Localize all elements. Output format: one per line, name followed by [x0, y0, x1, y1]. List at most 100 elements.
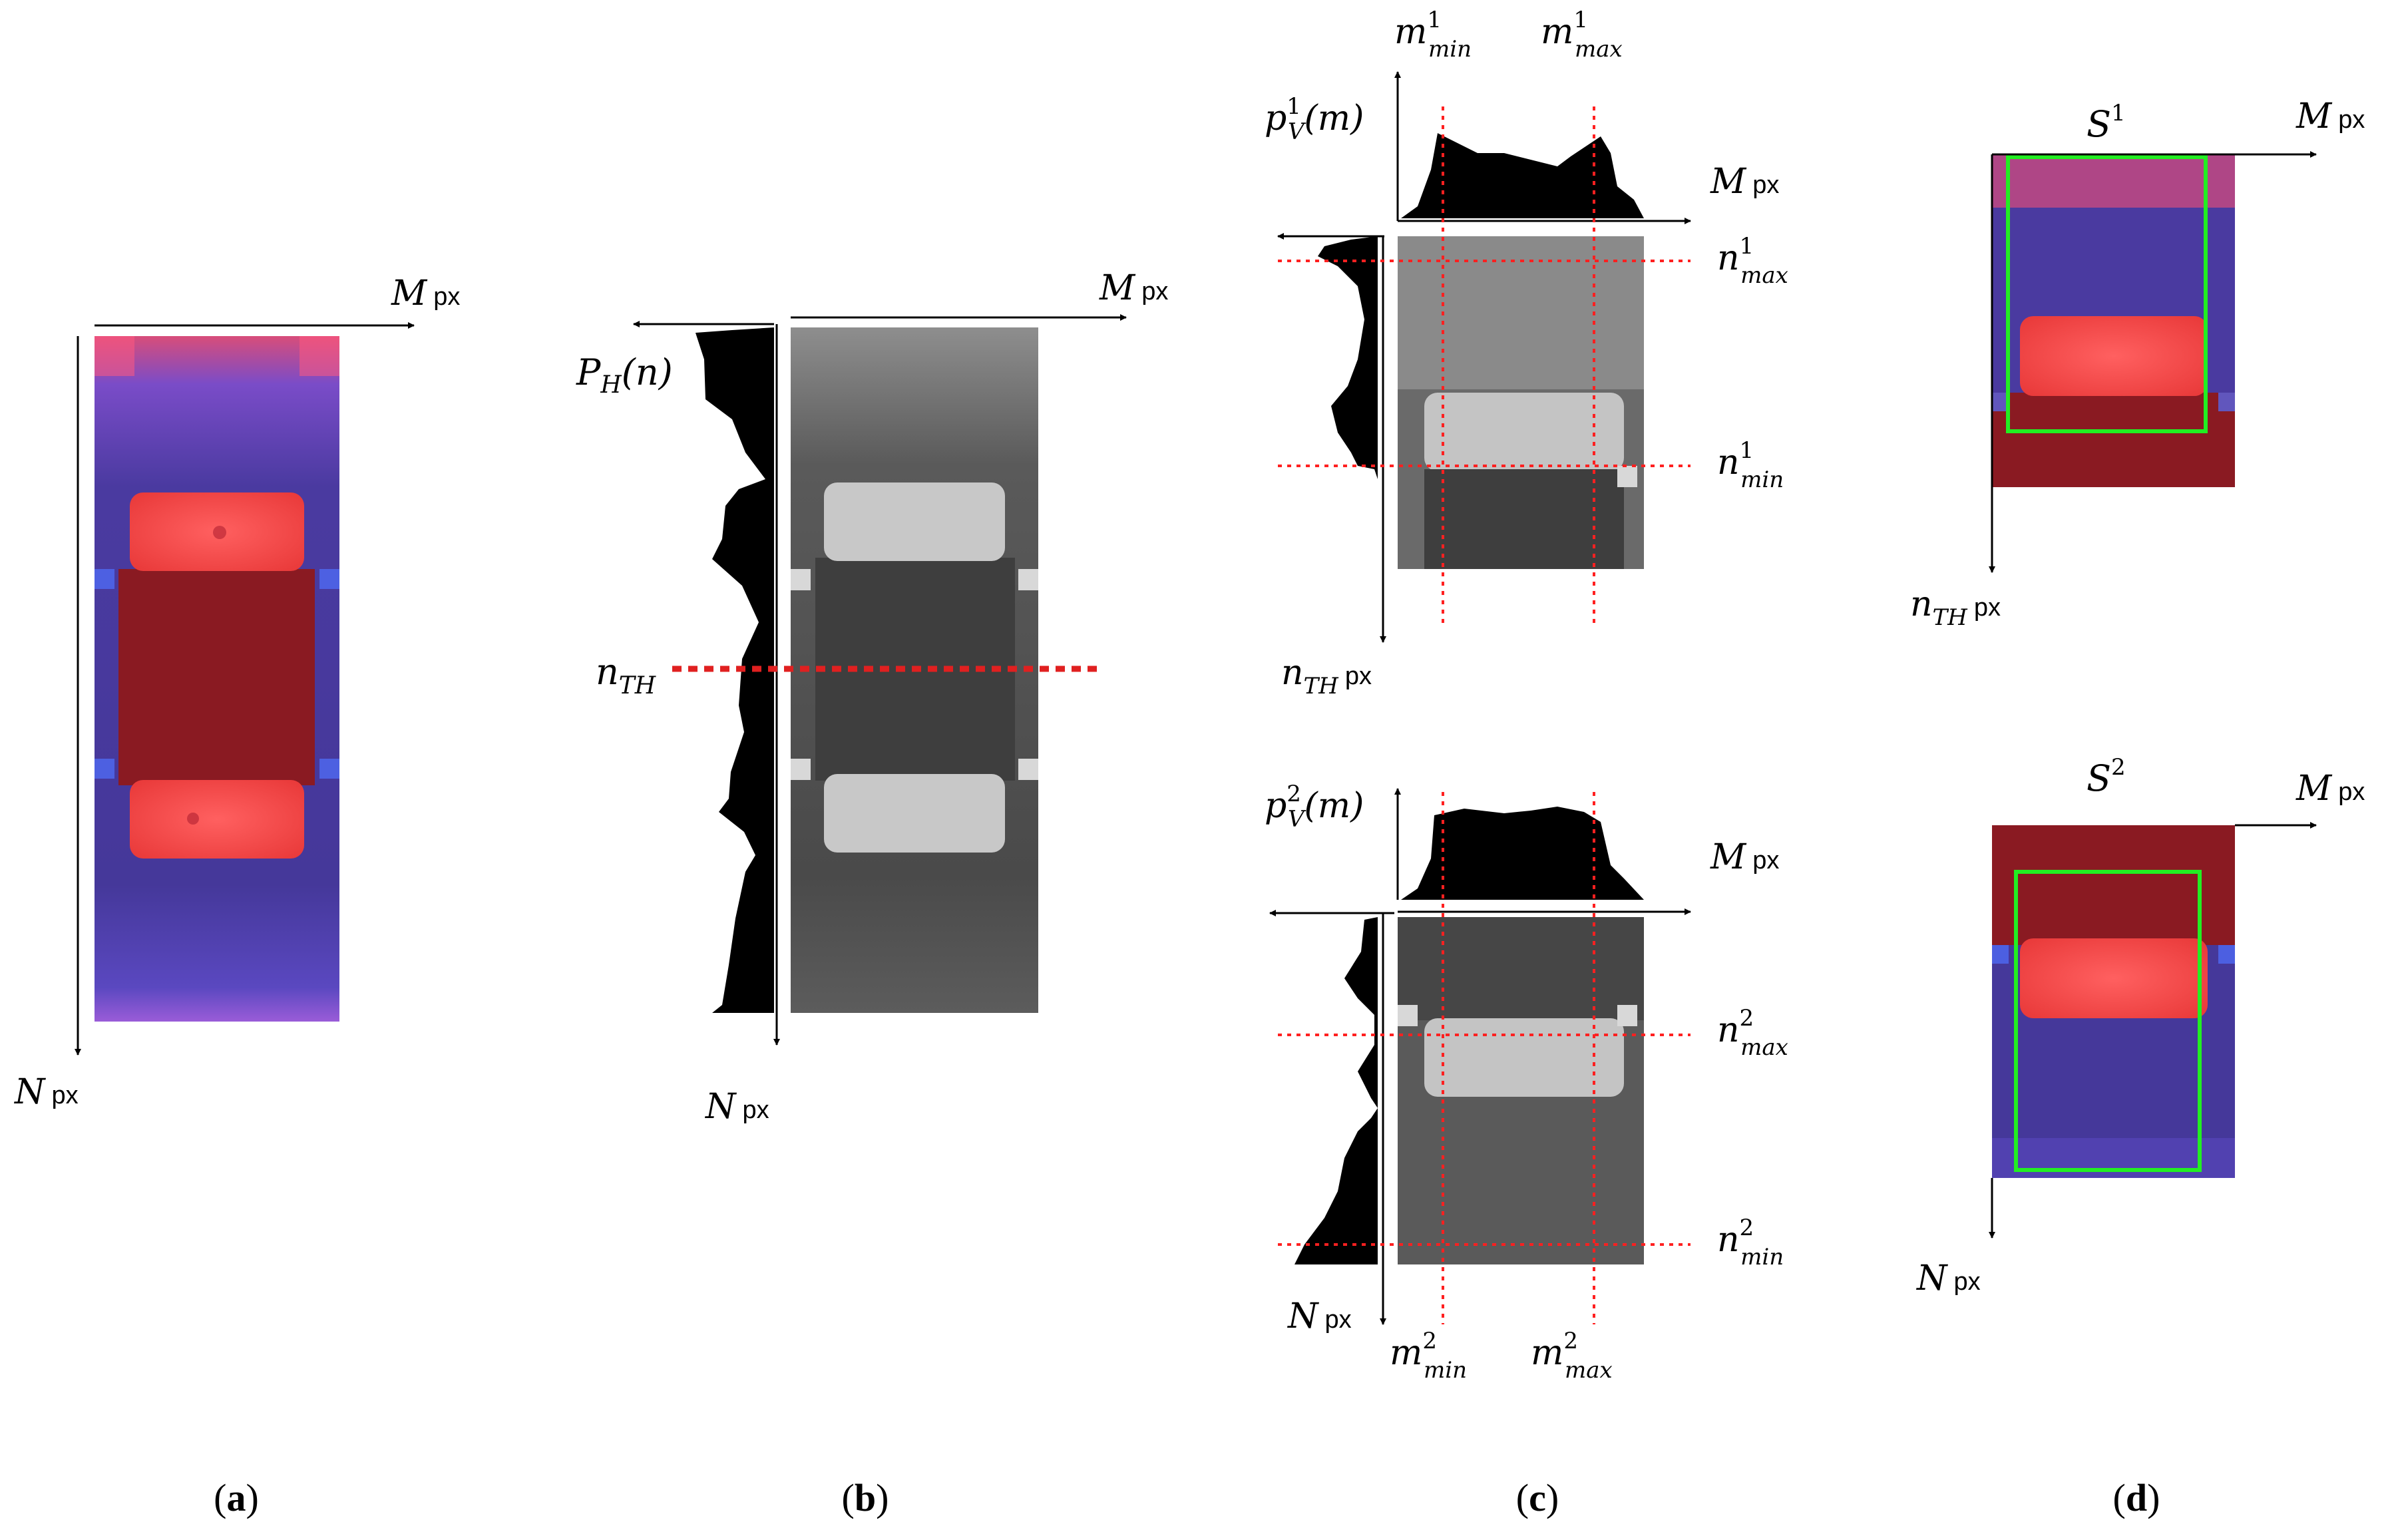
panel-a-y-unit: px [52, 1081, 79, 1109]
panel-c-bottom-nmin-sub: min [1740, 1244, 1784, 1270]
panel-c-bottom-image [1398, 917, 1644, 1264]
svg-text:nTH: nTH [596, 651, 656, 699]
panel-c-bottom-x-unit: px [1752, 847, 1779, 874]
panel-d-bottom-label-sup: 2 [2111, 754, 2126, 781]
panel-c-caption-open: ( [1516, 1476, 1529, 1519]
svg-text:Mpx: Mpx [391, 274, 460, 313]
panel-b-y-unit: px [743, 1096, 769, 1124]
svg-text:Mpx: Mpx [1710, 837, 1779, 877]
panel-a-y-var: N [13, 1072, 46, 1112]
svg-text:Npx: Npx [1287, 1296, 1352, 1336]
svg-text:(d): (d) [2113, 1476, 2160, 1519]
panel-b-caption-letter: b [855, 1476, 876, 1519]
panel-c-top-mmax-sup: 1 [1573, 7, 1588, 33]
panel-d-top-label-base: S [2087, 103, 2111, 145]
panel-d-caption-letter: d [2126, 1476, 2147, 1519]
panel-d-top-y-var: n [1910, 584, 1933, 624]
panel-a-caption-close: ) [246, 1476, 259, 1519]
panel-a-x-var: M [391, 274, 428, 313]
panel-c-top-profile-sup: 1 [1287, 93, 1301, 120]
panel-c-bottom-y-var: N [1287, 1296, 1319, 1336]
panel-c-bottom-mmax-sub: max [1565, 1357, 1613, 1384]
panel-c-top-x-unit: px [1752, 171, 1779, 199]
panel-b-profile-arg: (n) [622, 351, 673, 393]
panel-d-top-label-sup: 1 [2111, 100, 2126, 126]
panel-d-top-x-unit: px [2338, 106, 2365, 134]
panel-c-bottom-mmin-base: m [1390, 1333, 1422, 1373]
panel-c-bottom-mmax-sup: 2 [1563, 1328, 1578, 1354]
svg-text:PH(n): PH(n) [576, 351, 673, 399]
svg-text:Npx: Npx [13, 1072, 79, 1112]
panel-c-bottom-horizontal-profile [1295, 917, 1378, 1264]
panel-a-caption-letter: a [227, 1476, 246, 1519]
panel-b-horizontal-profile [696, 327, 774, 1013]
panel-c-top-mmin-sup: 1 [1427, 7, 1442, 33]
panel-c-top-mmin-base: m [1394, 12, 1427, 52]
panel-a-image [95, 336, 339, 1022]
panel-c-top-mmax-base: m [1541, 12, 1573, 52]
svg-text:Npx: Npx [704, 1087, 769, 1127]
panel-d-top-y-unit: px [1974, 594, 2001, 622]
svg-text:(b): (b) [842, 1476, 889, 1519]
panel-b-profile-sub: H [600, 371, 622, 399]
panel-b-threshold-base: n [596, 651, 619, 693]
panel-d-bottom-bounding-box [2014, 870, 2202, 1172]
svg-text:S2: S2 [2087, 754, 2126, 799]
svg-text:Mpx: Mpx [2295, 769, 2365, 809]
panel-c-top-x-var: M [1710, 162, 1747, 202]
panel-d-top-bounding-box [2006, 155, 2208, 433]
panel-c-top-vertical-profile [1401, 133, 1644, 218]
panel-b-caption-close: ) [876, 1476, 889, 1519]
panel-c-caption-close: ) [1546, 1476, 1559, 1519]
panel-a-caption-open: ( [214, 1476, 226, 1519]
panel-c-bottom-nmin-sup: 2 [1740, 1215, 1754, 1241]
panel-c-bottom-x-var: M [1710, 837, 1747, 877]
panel-c-bottom-nmin-base: n [1717, 1220, 1740, 1260]
panel-d-top-image [1992, 154, 2235, 487]
panel-d-bottom-y-var: N [1915, 1258, 1948, 1298]
panel-c-bottom-nmax-sup: 2 [1740, 1005, 1754, 1032]
panel-d-caption-close: ) [2147, 1476, 2160, 1519]
panel-c-top-nmax-sup: 1 [1740, 233, 1754, 260]
panel-c-bottom-y-unit: px [1325, 1306, 1352, 1334]
panel-c-bottom-profile-sup: 2 [1287, 781, 1301, 807]
panel-b-x-var: M [1099, 268, 1136, 308]
panel-c-bottom-nmax-sub: max [1740, 1034, 1788, 1061]
panel-c-bottom-profile-arg: (m) [1304, 786, 1364, 826]
panel-c-top-nmin-base: n [1717, 443, 1740, 482]
panel-d-bottom-x-var: M [2295, 769, 2333, 809]
svg-text:(c): (c) [1516, 1476, 1559, 1519]
panel-b-x-unit: px [1141, 278, 1168, 305]
panel-c-top-nmax-base: n [1717, 238, 1740, 278]
panel-b-threshold-sub: TH [619, 672, 656, 699]
panel-c-bottom-profile-base: p [1265, 786, 1287, 826]
svg-text:Mpx: Mpx [1099, 268, 1168, 308]
panel-c-bottom-mmin-sup: 2 [1422, 1328, 1437, 1354]
panel-c-bottom-mmax-base: m [1531, 1333, 1563, 1373]
svg-text:Npx: Npx [1915, 1258, 1981, 1298]
panel-d-top-x-var: M [2295, 96, 2333, 136]
panel-c-bottom-profile-sub: V [1288, 806, 1306, 833]
panel-d-bottom-y-unit: px [1954, 1268, 1981, 1296]
panel-c-top-horizontal-profile [1318, 236, 1378, 569]
panel-c-top-image [1398, 236, 1644, 569]
panel-c-top-y-sub: TH [1304, 673, 1340, 699]
panel-c-top-nmax-sub: max [1740, 262, 1788, 289]
svg-text:(a): (a) [214, 1476, 259, 1519]
svg-text:S1: S1 [2087, 100, 2126, 145]
panel-c-top-profile-base: p [1265, 98, 1287, 138]
